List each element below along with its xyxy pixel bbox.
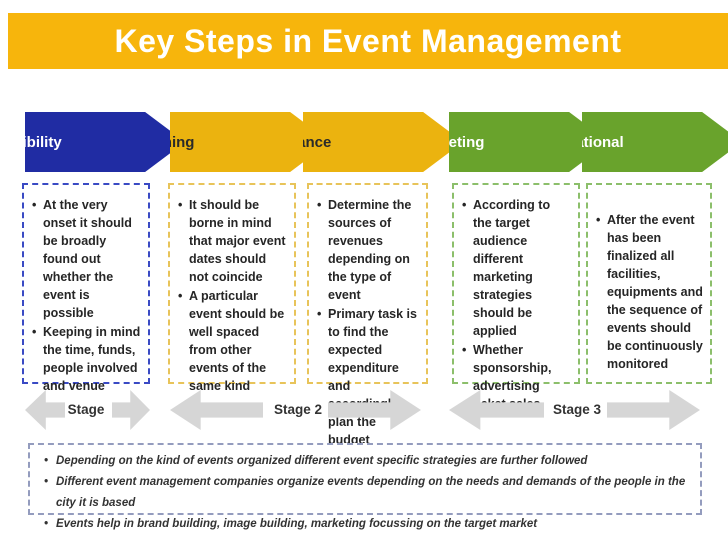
- stage-3-label: Stage 3: [552, 402, 602, 417]
- step-arrow-feasibility: Feasibility: [25, 112, 186, 172]
- step-box-operational: After the event has been finalized all f…: [586, 183, 712, 384]
- step-bullet: Determine the sources of revenues depend…: [315, 196, 420, 304]
- stage-arrow-left-icon: [449, 390, 544, 430]
- page-title: Key Steps in Event Management: [114, 22, 622, 59]
- step-box-finance: Determine the sources of revenues depend…: [307, 183, 428, 447]
- footer-bullet: Events help in brand building, image bui…: [42, 514, 690, 535]
- step-bullet: A particular event should be well spaced…: [176, 287, 288, 395]
- step-arrow-label: Operational: [540, 133, 624, 151]
- step-bullet: Keeping in mind the time, funds, people …: [30, 323, 142, 395]
- title-band: Key Steps in Event Management: [8, 13, 728, 69]
- step-box-marketing: According to the target audience differe…: [452, 183, 580, 411]
- footer-bullet: Depending on the kind of events organize…: [42, 451, 690, 472]
- step-box-feasibility: At the very onset it should be broadly f…: [22, 183, 150, 393]
- footer-notes-box: Depending on the kind of events organize…: [28, 443, 702, 535]
- step-bullet: At the very onset it should be broadly f…: [30, 196, 142, 322]
- stage-arrow-left-icon: [25, 390, 65, 430]
- step-arrow-label: Timing: [145, 133, 195, 151]
- step-arrow-finance: Finance: [303, 112, 464, 172]
- footer-bullet: Different event management companies org…: [42, 472, 690, 514]
- stage-row: Stage 1 Stage 2 Stage 3: [0, 390, 728, 457]
- step-arrow-operational: Operational: [582, 112, 728, 172]
- step-box-timing: It should be borne in mind that major ev…: [168, 183, 296, 393]
- step-bullet: According to the target audience differe…: [460, 196, 572, 340]
- stage-2-label: Stage 2: [273, 402, 323, 417]
- step-arrow-label: Marketing: [413, 133, 485, 151]
- stage-arrow-left-icon: [170, 390, 263, 430]
- stage-arrow-right-icon: [112, 390, 150, 430]
- stage-arrow-right-icon: [328, 390, 421, 430]
- stage-arrow-right-icon: [607, 390, 700, 430]
- step-arrow-label: Feasibility: [0, 133, 62, 151]
- step-bullet: After the event has been finalized all f…: [594, 211, 704, 373]
- step-arrow-label: Finance: [274, 133, 332, 151]
- step-bullet: It should be borne in mind that major ev…: [176, 196, 288, 286]
- stage-1-label: Stage 1: [67, 402, 105, 457]
